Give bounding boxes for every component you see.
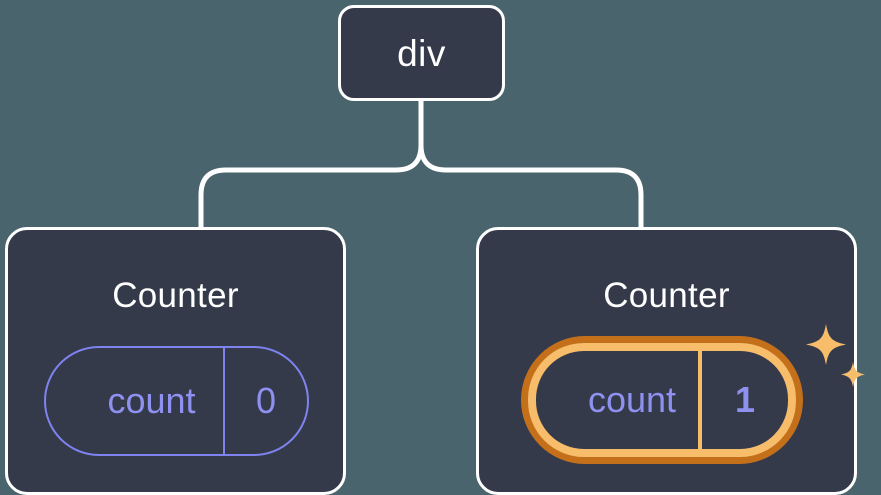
sparkle-small-icon	[841, 362, 865, 387]
state-value-label: 0	[255, 380, 277, 421]
component-card-counter-right[interactable]: Counter count 1	[476, 227, 865, 495]
component-title: Counter	[112, 276, 239, 315]
state-pill-count-highlighted[interactable]: count 1	[521, 336, 803, 464]
state-key-label: count	[46, 348, 225, 454]
connector-right	[418, 98, 644, 230]
component-title: Counter	[603, 276, 730, 315]
root-node-div[interactable]: div	[338, 5, 505, 101]
state-value-label: 1	[734, 379, 756, 420]
root-node-label: div	[397, 32, 446, 74]
state-key-label: count	[536, 351, 702, 449]
sparkles-group	[806, 324, 865, 387]
state-pill-count[interactable]: count 0	[44, 346, 309, 456]
state-pill-inner: count 1	[528, 343, 796, 457]
connector-left	[198, 98, 424, 230]
component-card-counter-left[interactable]: Counter count 0	[5, 227, 346, 495]
sparkle-large-icon	[806, 324, 846, 365]
